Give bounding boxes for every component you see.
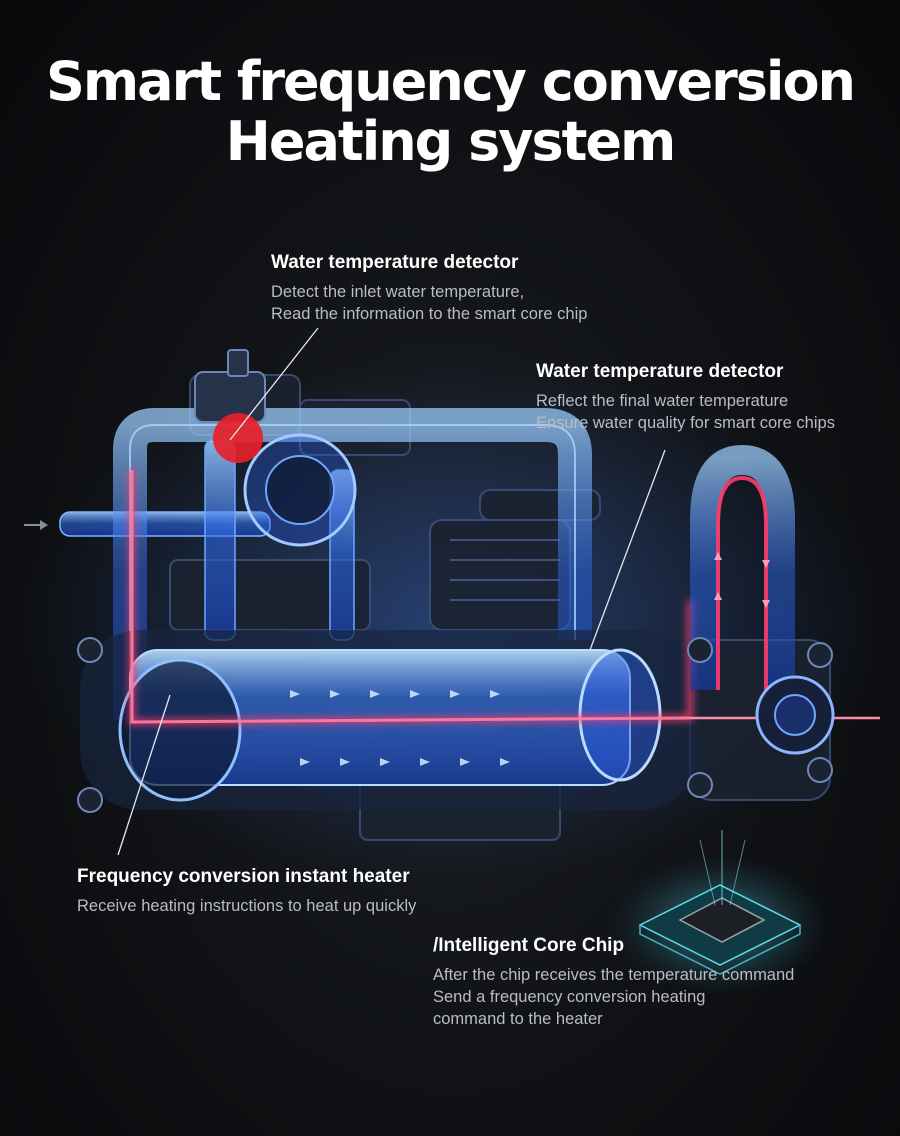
- callout-outlet-sensor-line2: Ensure water quality for smart core chip…: [536, 412, 835, 434]
- callout-chip-heading: /Intelligent Core Chip: [433, 935, 624, 957]
- inlet-arrow-icon: [24, 520, 48, 530]
- callout-chip-line2: Send a frequency conversion heating: [433, 986, 705, 1008]
- page-subtitle: Heating system: [0, 112, 900, 172]
- callout-chip-line3: command to the heater: [433, 1008, 603, 1030]
- callout-outlet-sensor-heading: Water temperature detector: [536, 361, 783, 383]
- callout-inlet-sensor-heading: Water temperature detector: [271, 252, 518, 274]
- sensor-dot-icon: [213, 413, 263, 463]
- callout-heater-line1: Receive heating instructions to heat up …: [77, 895, 416, 917]
- callout-heater-heading: Frequency conversion instant heater: [77, 866, 410, 888]
- page-title: Smart frequency conversion: [0, 52, 900, 112]
- callout-chip-line1: After the chip receives the temperature …: [433, 964, 794, 986]
- callout-inlet-sensor-line2: Read the information to the smart core c…: [271, 303, 587, 325]
- callout-outlet-sensor-line1: Reflect the final water temperature: [536, 390, 788, 412]
- callout-inlet-sensor-line1: Detect the inlet water temperature,: [271, 281, 524, 303]
